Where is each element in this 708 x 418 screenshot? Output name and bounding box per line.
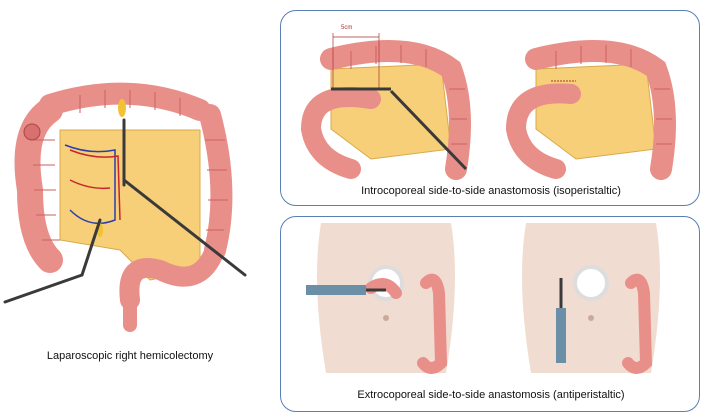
- transverse-colon: [39, 82, 211, 121]
- clip: [118, 99, 126, 117]
- top-caption: Introcoporeal side-to-side anastomosis (…: [361, 185, 621, 197]
- bottom-caption: Extrocoporeal side-to-side anastomosis (…: [357, 389, 625, 401]
- intracorporeal-diagram-after: [505, 40, 676, 180]
- hemicolectomy-illustration: [0, 70, 260, 340]
- haustra: [33, 90, 228, 241]
- vessels: [64, 144, 121, 225]
- intracorporeal-panel: 5cm Introcoporeal side-to-side anastomos…: [280, 10, 700, 206]
- left-caption: Laparoscopic right hemicolectomy: [46, 350, 214, 362]
- extracorporeal-diagram-stapler-vertical: [522, 223, 660, 374]
- laparoscopic-instruments: [3, 118, 247, 304]
- extracorporeal-diagram-stapler-horizontal: [306, 223, 455, 374]
- mesentery: [59, 129, 201, 281]
- colon-diagram: [3, 82, 247, 332]
- tumor: [23, 123, 41, 141]
- measure-label: 5cm: [341, 25, 353, 31]
- intracorporeal-diagram-before: [300, 33, 471, 180]
- descending-colon: [199, 104, 233, 261]
- extracorporeal-panel: Extrocoporeal side-to-side anastomosis (…: [280, 216, 700, 412]
- ascending-colon: [14, 97, 63, 273]
- sigmoid-colon: [119, 240, 225, 310]
